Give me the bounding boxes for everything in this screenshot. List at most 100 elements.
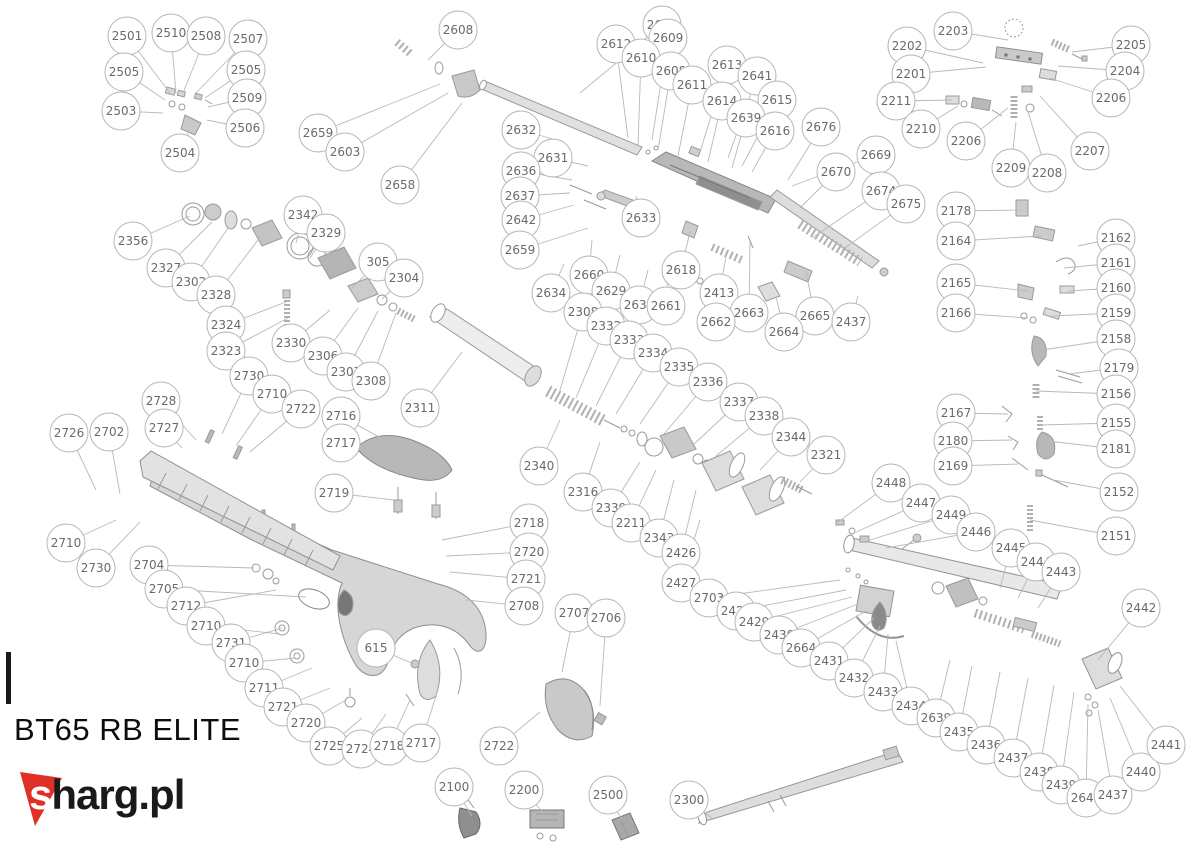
svg-text:2413: 2413	[704, 286, 735, 300]
part-callout-2658: 2658	[380, 165, 420, 205]
part-callout-2329: 2329	[306, 213, 346, 253]
svg-text:2659: 2659	[505, 243, 536, 257]
svg-text:2631: 2631	[538, 151, 569, 165]
svg-text:2611: 2611	[677, 78, 708, 92]
cheek-rest-drawing	[355, 435, 453, 519]
svg-text:2180: 2180	[938, 434, 969, 448]
svg-text:2505: 2505	[231, 63, 262, 77]
svg-text:2705: 2705	[149, 582, 180, 596]
svg-text:2636: 2636	[506, 164, 537, 178]
svg-text:2703: 2703	[694, 591, 725, 605]
part-callout-2330: 2330	[271, 323, 311, 363]
svg-text:2503: 2503	[106, 104, 137, 118]
svg-text:2344: 2344	[776, 430, 807, 444]
svg-text:2431: 2431	[814, 654, 845, 668]
svg-text:2717: 2717	[326, 436, 357, 450]
svg-text:2718: 2718	[514, 516, 545, 530]
part-callout-2717: 2717	[401, 723, 441, 763]
air-cylinder-drawing	[428, 303, 542, 387]
part-callout-2336: 2336	[688, 362, 728, 402]
svg-text:2330: 2330	[276, 336, 307, 350]
svg-text:2500: 2500	[593, 788, 624, 802]
part-callout-2503: 2503	[101, 91, 141, 131]
svg-text:2337: 2337	[724, 395, 755, 409]
svg-text:2447: 2447	[906, 496, 937, 510]
muzzle-parts-drawing	[394, 38, 481, 98]
svg-text:2719: 2719	[319, 486, 350, 500]
svg-text:2675: 2675	[891, 197, 922, 211]
svg-text:2448: 2448	[876, 476, 907, 490]
piston-valve-parts-drawing	[545, 385, 813, 516]
svg-text:2505: 2505	[109, 65, 140, 79]
part-callout-2316: 2316	[563, 472, 603, 512]
part-callout-2509: 2509	[227, 78, 267, 118]
svg-text:2316: 2316	[568, 485, 599, 499]
svg-text:2642: 2642	[506, 213, 537, 227]
svg-text:2603: 2603	[330, 145, 361, 159]
part-callout-2156: 2156	[1096, 374, 1136, 414]
part-callout-2609: 2609	[648, 18, 688, 58]
svg-text:2608: 2608	[443, 23, 474, 37]
part-callout-2152: 2152	[1099, 472, 1139, 512]
svg-text:2630: 2630	[624, 298, 655, 312]
part-callout-2442: 2442	[1121, 588, 1161, 628]
left-edge-mark	[6, 652, 11, 704]
svg-text:2436: 2436	[971, 738, 1002, 752]
part-callout-615: 615	[356, 628, 396, 668]
part-callout-2304: 2304	[384, 258, 424, 298]
part-callout-2500: 2500	[588, 775, 628, 815]
svg-text:2159: 2159	[1101, 306, 1132, 320]
part-callout-2200: 2200	[504, 770, 544, 810]
receiver-drawing	[650, 151, 777, 214]
svg-text:2311: 2311	[405, 401, 436, 415]
svg-text:2501: 2501	[112, 29, 143, 43]
svg-text:2629: 2629	[596, 284, 627, 298]
part-callout-2633: 2633	[621, 198, 661, 238]
part-callout-2632: 2632	[501, 110, 541, 150]
svg-text:2507: 2507	[233, 32, 264, 46]
part-callout-2164: 2164	[936, 221, 976, 261]
svg-text:2211: 2211	[881, 94, 912, 108]
svg-text:2710: 2710	[51, 536, 82, 550]
svg-text:2710: 2710	[257, 387, 288, 401]
svg-text:2152: 2152	[1104, 485, 1135, 499]
part-callout-2719: 2719	[314, 473, 354, 513]
part-callout-2675: 2675	[886, 184, 926, 224]
svg-text:2440: 2440	[1126, 765, 1157, 779]
svg-text:2169: 2169	[938, 459, 969, 473]
svg-text:2676: 2676	[806, 120, 837, 134]
svg-text:2665: 2665	[800, 309, 831, 323]
part-callout-2710: 2710	[252, 374, 292, 414]
svg-text:2321: 2321	[811, 448, 842, 462]
svg-text:2717: 2717	[406, 736, 437, 750]
svg-text:2706: 2706	[591, 611, 622, 625]
svg-text:2663: 2663	[734, 306, 765, 320]
part-callout-2203: 2203	[933, 11, 973, 51]
part-callout-2206: 2206	[1091, 78, 1131, 118]
part-callout-2440: 2440	[1121, 752, 1161, 792]
svg-text:2432: 2432	[839, 671, 870, 685]
part-callout-2618: 2618	[661, 250, 701, 290]
svg-text:2443: 2443	[1046, 565, 1077, 579]
part-callout-2209: 2209	[991, 148, 1031, 188]
part-callout-2166: 2166	[936, 293, 976, 333]
part-callout-2340: 2340	[519, 446, 559, 486]
svg-text:2181: 2181	[1101, 442, 1132, 456]
svg-text:2160: 2160	[1101, 281, 1132, 295]
part-callout-2323: 2323	[206, 331, 246, 371]
part-callout-2169: 2169	[933, 446, 973, 486]
part-callout-2664: 2664	[764, 312, 804, 352]
svg-text:2308: 2308	[356, 374, 387, 388]
svg-text:2336: 2336	[693, 375, 724, 389]
svg-text:2613: 2613	[712, 58, 743, 72]
part-callout-2413: 2413	[699, 273, 739, 313]
part-callout-2338: 2338	[744, 396, 784, 436]
part-callout-2300: 2300	[669, 780, 709, 820]
part-callout-2661: 2661	[646, 286, 686, 326]
part-callout-2663: 2663	[729, 293, 769, 333]
svg-text:2664: 2664	[769, 325, 800, 339]
svg-text:2202: 2202	[892, 39, 923, 53]
svg-text:2728: 2728	[146, 394, 177, 408]
